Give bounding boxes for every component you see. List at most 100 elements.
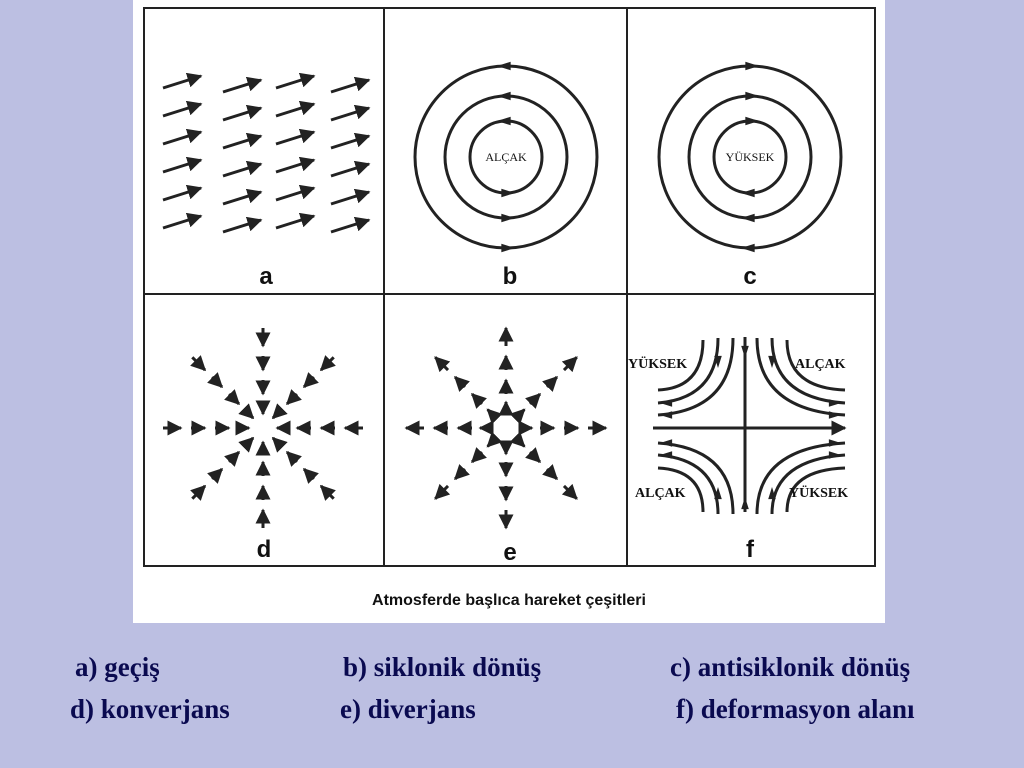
flow-arrow [302, 372, 319, 389]
legend-row: a) geçiş b) siklonik dönüş c) antisiklon… [0, 652, 1024, 692]
arrowhead-icon [828, 399, 841, 407]
arrowhead-icon [660, 451, 673, 459]
flow-arrow [162, 72, 203, 90]
deformation-label-top-left: YÜKSEK [628, 355, 687, 372]
arrowhead-icon [497, 61, 511, 71]
panel-letter-a: a [259, 263, 273, 290]
flow-arrow [275, 128, 316, 146]
flow-arrow [486, 408, 503, 425]
flow-arrow [207, 372, 224, 389]
flow-arrow [561, 483, 578, 500]
flow-arrow [222, 76, 263, 94]
deformation-label-bottom-right: YÜKSEK [789, 484, 848, 501]
arrowhead-icon [497, 116, 511, 126]
arrowhead-icon [741, 243, 755, 253]
deformation-arrowheads [660, 345, 841, 510]
arrowhead-icon [741, 213, 755, 223]
panel-letter-d: d [257, 536, 272, 563]
panel-grid [143, 7, 876, 567]
arrowhead-icon [660, 439, 673, 447]
flow-arrow [285, 450, 302, 467]
flow-arrow [330, 216, 371, 234]
flow-arrow [162, 128, 203, 146]
panel-letter-f: f [746, 536, 755, 563]
flow-arrow [509, 408, 526, 425]
flow-arrow [319, 484, 336, 501]
flow-arrow [222, 188, 263, 206]
anticyclonic-direction-arrows [741, 61, 759, 253]
cyclonic-direction-arrows [497, 61, 515, 253]
arrowhead-icon [768, 487, 776, 500]
flow-arrow [275, 156, 316, 174]
arrowhead-icon [714, 355, 722, 368]
arrowhead-icon [501, 243, 515, 253]
flow-arrow [224, 389, 241, 406]
arrowhead-icon [501, 188, 515, 198]
panel-letter-e: e [503, 539, 516, 566]
deformation-label-bottom-left: ALÇAK [635, 486, 686, 501]
arrowhead-icon [745, 116, 759, 126]
flow-arrow [238, 403, 255, 420]
legend-item-c: c) antisiklonik dönüş [670, 652, 911, 682]
flow-arrow [222, 104, 263, 122]
flow-arrow [190, 484, 207, 501]
legend-row: d) konverjans e) diverjans f) deformasyo… [0, 694, 1024, 734]
flow-arrow [525, 447, 542, 464]
flow-arrow [454, 464, 470, 480]
arrowhead-icon [745, 91, 759, 101]
convergence-arrows [163, 328, 363, 528]
flow-arrow [238, 436, 255, 453]
flow-arrow [454, 376, 470, 392]
anticyclone-center-label: YÜKSEK [726, 150, 775, 164]
legend-item-a: a) geçiş [75, 652, 160, 682]
arrowhead-icon [828, 411, 841, 419]
flow-arrow [542, 376, 558, 392]
flow-arrow [162, 212, 203, 230]
arrowhead-icon [768, 355, 776, 368]
flow-arrow [275, 72, 316, 90]
flow-arrow [275, 100, 316, 118]
flow-arrow [275, 212, 316, 230]
legend-item-b: b) siklonik dönüş [343, 652, 542, 682]
deformation-label-top-right: ALÇAK [795, 357, 846, 372]
arrowhead-icon [714, 487, 722, 500]
flow-arrow [162, 184, 203, 202]
flow-arrow [330, 160, 371, 178]
legend-item-f: f) deformasyon alanı [676, 694, 915, 724]
flow-arrow [224, 450, 241, 467]
flow-arrow [271, 436, 288, 453]
flow-arrow [486, 431, 503, 448]
flow-arrow [542, 464, 558, 480]
flow-arrow [222, 216, 263, 234]
flow-arrow [302, 467, 319, 484]
arrowhead-icon [741, 497, 749, 510]
divergence-arrows [404, 326, 608, 530]
flow-arrow [525, 392, 542, 409]
flow-arrow [319, 355, 336, 372]
flow-arrow [271, 403, 288, 420]
cyclone-center-label: ALÇAK [485, 150, 527, 164]
flow-arrow [207, 467, 224, 484]
legend-item-e: e) diverjans [340, 694, 476, 724]
panel-letter-c: c [743, 263, 756, 290]
arrowhead-icon [660, 399, 673, 407]
legend-item-d: d) konverjans [70, 694, 230, 724]
flow-arrow [222, 132, 263, 150]
flow-arrow [330, 104, 371, 122]
flow-arrow [330, 132, 371, 150]
flow-arrow [470, 447, 487, 464]
arrowhead-icon [828, 439, 841, 447]
arrowhead-icon [660, 411, 673, 419]
flow-arrow [561, 356, 578, 373]
arrowhead-icon [741, 345, 749, 358]
diagram-svg: ALÇAK YÜKSEK [143, 7, 876, 567]
flow-arrow [285, 389, 302, 406]
arrowhead-icon [501, 213, 515, 223]
flow-arrow [434, 483, 451, 500]
flow-arrow [434, 356, 451, 373]
flow-arrow [275, 184, 316, 202]
arrowhead-icon [745, 61, 759, 71]
arrowhead-icon [497, 91, 511, 101]
flow-arrow [162, 156, 203, 174]
arrowhead-icon [828, 451, 841, 459]
